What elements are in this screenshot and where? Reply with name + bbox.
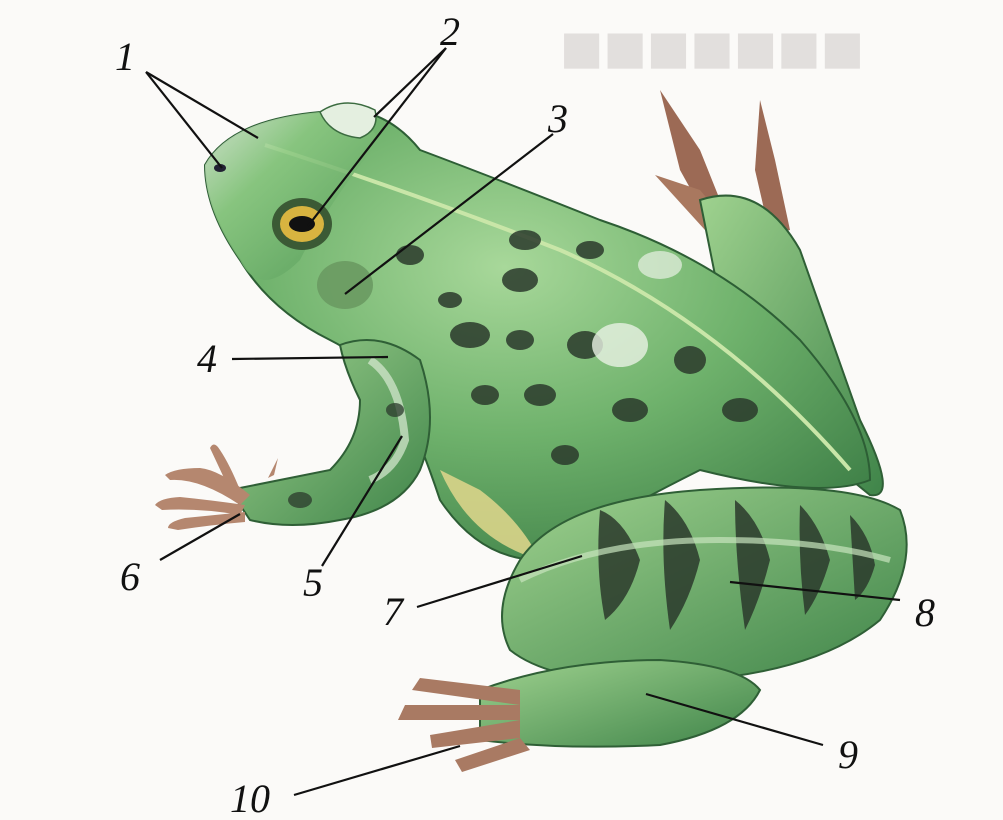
tympanum: [317, 261, 373, 309]
label-6: 6: [120, 554, 140, 599]
label-1: 1: [115, 34, 135, 79]
label-7: 7: [383, 589, 405, 634]
label-9: 9: [838, 732, 858, 777]
label-2: 2: [440, 9, 460, 54]
fore-limb: [230, 340, 430, 525]
label-5: 5: [303, 560, 323, 605]
hind-foot: [398, 660, 760, 772]
label-3: 3: [547, 96, 568, 141]
label-10: 10: [230, 776, 270, 820]
label-8: 8: [915, 590, 935, 635]
label-4: 4: [197, 336, 217, 381]
